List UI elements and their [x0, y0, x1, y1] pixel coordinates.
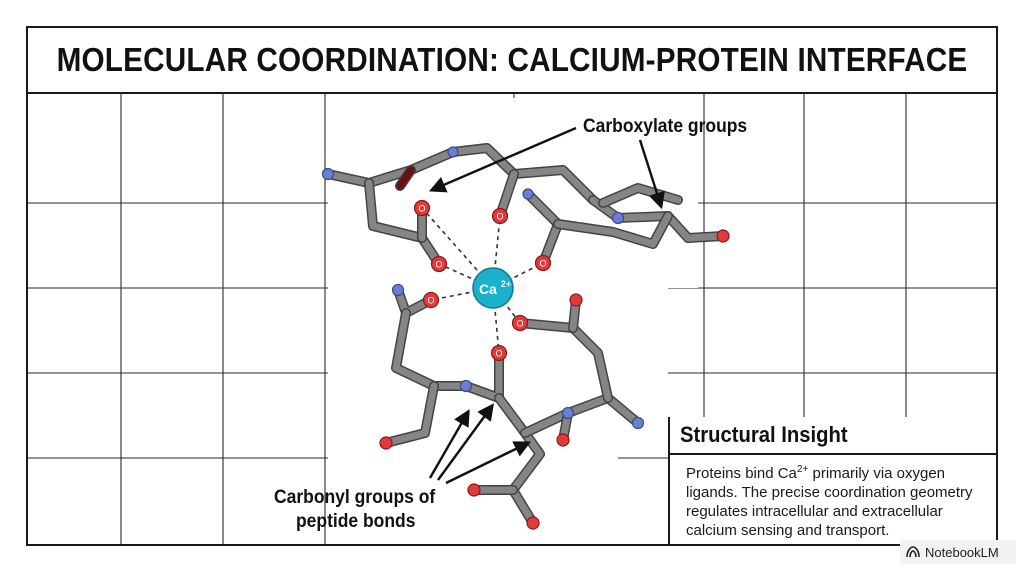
carboxylate-label: Carboxylate groups: [583, 116, 748, 137]
insight-body: Proteins bind Ca2+ primarily via oxygen …: [668, 453, 996, 544]
svg-text:O: O: [427, 296, 434, 306]
svg-text:O: O: [539, 259, 546, 269]
calcium-ion: Ca 2+: [472, 267, 514, 309]
page-title: MOLECULAR COORDINATION: CALCIUM-PROTEIN …: [56, 41, 968, 78]
oxygen-atom: O: [534, 254, 552, 272]
svg-text:O: O: [435, 260, 442, 270]
structural-insight-panel: Structural Insight Proteins bind Ca2+ pr…: [668, 417, 996, 544]
oxygen-atom: O: [413, 199, 431, 217]
svg-text:O: O: [516, 319, 523, 329]
oxygen-atom: O: [422, 291, 440, 309]
svg-text:O: O: [495, 349, 502, 359]
svg-text:O: O: [418, 204, 425, 214]
carboxylate-arrow-right: [638, 139, 665, 210]
carbonyl-label-line2: peptide bonds: [296, 511, 416, 532]
notebooklm-badge[interactable]: NotebookLM: [900, 540, 1016, 564]
insight-heading: Structural Insight: [668, 417, 996, 453]
notebooklm-logo-icon: [906, 546, 920, 558]
oxygen-atom: O: [491, 207, 509, 225]
molecule-diagram: O O O O O O O: [321, 98, 730, 544]
carboxylate-arrow-left: [428, 126, 577, 193]
calcium-symbol: Ca: [479, 281, 497, 297]
oxygen-atom: O: [430, 255, 448, 273]
calcium-charge: 2+: [501, 279, 511, 289]
title-bar: MOLECULAR COORDINATION: CALCIUM-PROTEIN …: [28, 28, 996, 94]
carbonyl-arrow-2: [437, 403, 494, 481]
carbonyl-arrow-3: [445, 441, 532, 485]
carbonyl-arrow-1: [428, 409, 470, 479]
diagram-frame: MOLECULAR COORDINATION: CALCIUM-PROTEIN …: [26, 26, 998, 546]
badge-text: NotebookLM: [925, 544, 999, 560]
svg-text:O: O: [496, 212, 503, 222]
oxygen-atom: O: [511, 314, 529, 332]
carbonyl-label-line1: Carbonyl groups of: [274, 487, 436, 508]
annotation-arrows: [428, 126, 665, 485]
nitrogen-atoms: [321, 146, 645, 430]
lower-peptide-chain: [381, 285, 643, 528]
coordinating-oxygen-atoms: O O O O O O O: [413, 199, 552, 362]
oxygen-atom: O: [490, 344, 508, 362]
extra-oxygen-atoms: [379, 229, 730, 530]
